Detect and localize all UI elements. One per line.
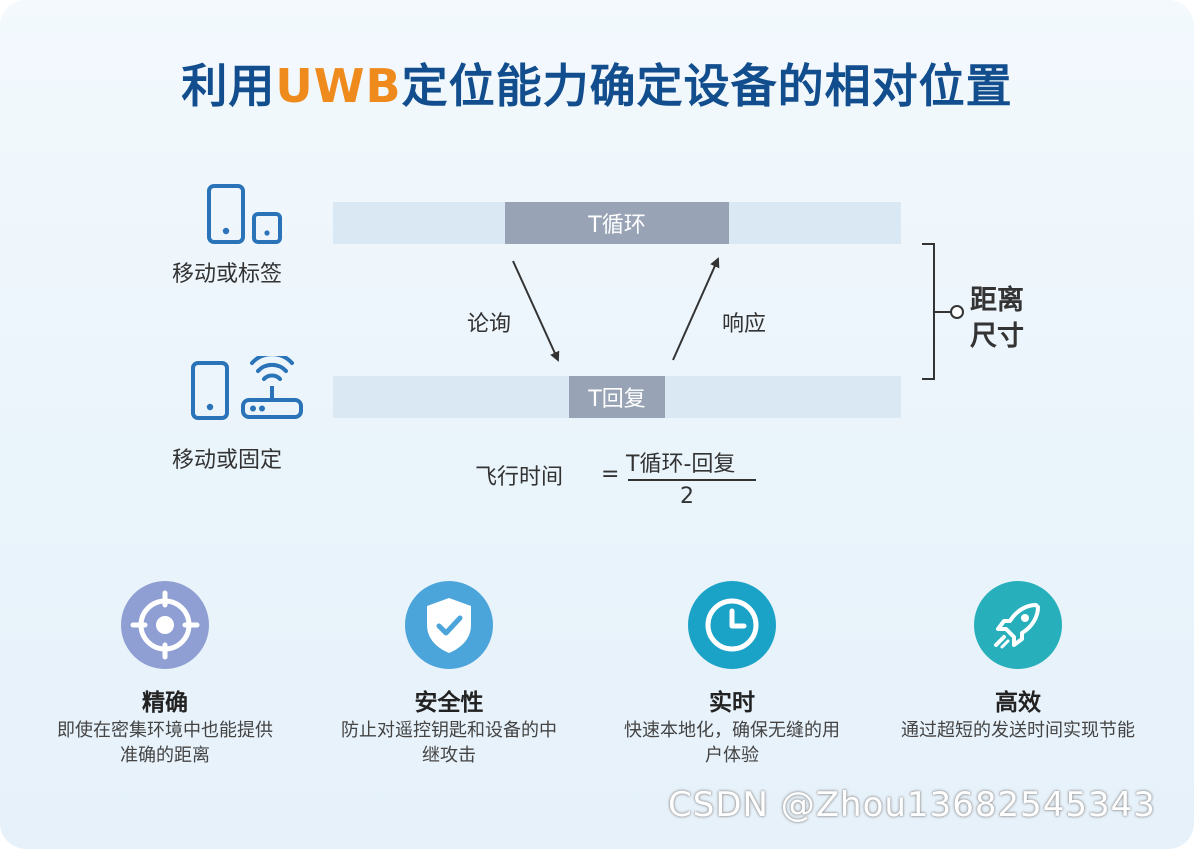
device-top-label: 移动或标签	[172, 262, 283, 287]
feature-title-efficient: 高效	[995, 690, 1041, 716]
formula-lhs: 飞行时间	[475, 465, 564, 490]
feature-desc-efficient: 通过超短的发送时间实现节能	[901, 720, 1135, 741]
feature-title-precise: 精确	[142, 690, 188, 716]
bar-bottom-segment	[569, 376, 665, 418]
shield-check-icon	[427, 598, 471, 653]
bar-top-segment	[505, 202, 729, 244]
formula-numerator: T循环-回复	[626, 452, 736, 477]
phone-tag-icon	[207, 184, 282, 244]
clock-icon	[705, 598, 759, 652]
response-label: 响应	[722, 312, 767, 337]
title-highlight: UWB	[275, 59, 402, 113]
phone-router-icon	[191, 356, 303, 420]
poll-arrow	[512, 260, 560, 362]
target-icon	[130, 590, 200, 660]
page-title: 利用UWB定位能力确定设备的相对位置	[0, 50, 1194, 116]
feature-desc-security: 防止对遥控钥匙和设备的中继攻击	[341, 720, 557, 766]
formula-equals: =	[601, 462, 620, 487]
bar-bottom-label: T回复	[588, 387, 646, 412]
efficiency-icon-circle	[974, 581, 1062, 669]
feature-desc-realtime: 快速本地化，确保无缝的用户体验	[624, 720, 840, 766]
device-bottom-label: 移动或固定	[172, 448, 283, 473]
rocket-icon	[994, 603, 1040, 649]
title-part1: 利用	[181, 59, 276, 113]
formula-denominator: 2	[680, 484, 694, 509]
watermark: CSDN @Zhou13682545343	[668, 785, 1156, 825]
distance-label-line2: 尺寸	[970, 321, 1024, 352]
feature-title-security: 安全性	[414, 690, 484, 716]
title-part2: 定位能力确定设备的相对位置	[401, 59, 1013, 113]
distance-bracket	[922, 243, 935, 380]
bracket-dot	[950, 305, 964, 319]
poll-label: 论询	[467, 312, 512, 337]
distance-label-line1: 距离	[970, 285, 1024, 316]
realtime-icon-circle	[688, 581, 776, 669]
security-icon-circle	[405, 581, 493, 669]
feature-title-realtime: 实时	[709, 690, 755, 716]
precision-icon-circle	[121, 581, 209, 669]
response-arrow	[672, 257, 720, 361]
bar-top-label: T循环	[588, 213, 646, 238]
feature-desc-precise: 即使在密集环境中也能提供准确的距离	[57, 720, 273, 766]
